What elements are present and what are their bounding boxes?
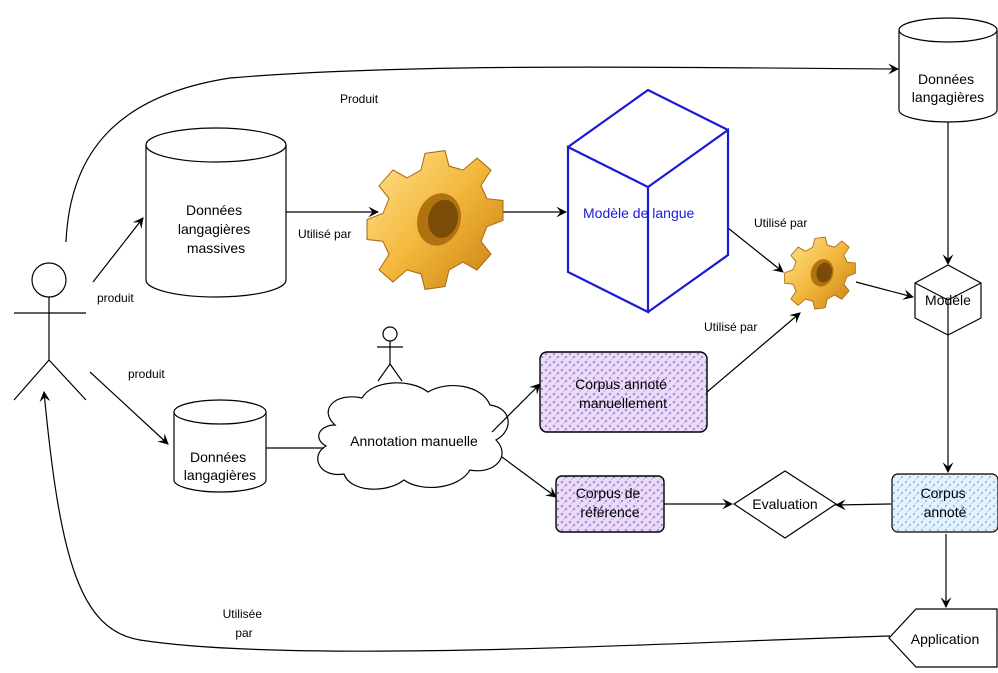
label-produit-top: Produit	[340, 92, 379, 106]
edge-small-gear-to-modele	[855, 281, 915, 300]
edge-actor-to-top-db	[65, 63, 900, 243]
edge-cloud-to-corpus-ref	[501, 456, 557, 498]
edge-actor-to-massive-db	[92, 217, 144, 283]
modele-node: Modèle	[914, 264, 982, 336]
edge-actor-to-bottom-db	[89, 371, 169, 445]
corpus-annote-node: Corpus annoté	[891, 473, 998, 533]
corpus-manual-node: Corpus annoté manuellement	[539, 351, 708, 433]
edge-corpus-annote-to-evaluation	[834, 499, 892, 511]
edge-cloud-to-corpus-manual	[491, 383, 541, 433]
label-produit-massive: produit	[97, 291, 134, 305]
label-utilise-par-gear: Utilisé par	[298, 227, 351, 241]
edge-corpus-manual-to-small-gear	[706, 312, 801, 393]
application-label: Application	[911, 631, 980, 647]
model-cube-label: Modèle de langue	[583, 205, 695, 221]
database-top-right-label: Données langagières	[912, 71, 984, 105]
gear-icon	[366, 150, 504, 290]
annotation-cloud: Annotation manuelle	[317, 382, 509, 490]
corpus-manual-label: Corpus annoté manuellement	[575, 376, 671, 411]
database-top-right: Données langagières	[898, 17, 998, 123]
corpus-reference-label: Corpus de référence	[576, 485, 644, 520]
label-utilisee-par: Utilisée par	[223, 607, 266, 640]
annotation-cloud-label: Annotation manuelle	[350, 433, 478, 449]
corpus-reference-node: Corpus de référence	[555, 475, 665, 533]
label-utilise-par-corpus: Utilisé par	[704, 320, 757, 334]
label-utilise-par-model: Utilisé par	[754, 216, 807, 230]
edge-cube-to-small-gear	[727, 227, 784, 273]
corpus-annote-label: Corpus annoté	[920, 485, 969, 520]
edges	[39, 63, 954, 652]
database-bottom: Données langagières	[173, 399, 267, 493]
model-cube: Modèle de langue	[566, 88, 730, 314]
gear-icon	[784, 236, 856, 310]
actor-small	[377, 326, 403, 382]
actor-main	[13, 262, 87, 401]
edge-labels: Produit produit produit Utilisé par Util…	[97, 92, 807, 640]
edge-application-to-actor	[39, 390, 891, 652]
database-massive-label: Données langagières massives	[178, 202, 254, 256]
modele-label: Modèle	[925, 292, 971, 308]
evaluation-label: Evaluation	[752, 496, 817, 512]
application-node: Application	[888, 608, 998, 668]
label-produit-bottom: produit	[128, 367, 165, 381]
evaluation-node: Evaluation	[732, 470, 838, 539]
database-massive: Données langagières massives	[145, 127, 287, 298]
database-bottom-label: Données langagières	[184, 449, 256, 483]
